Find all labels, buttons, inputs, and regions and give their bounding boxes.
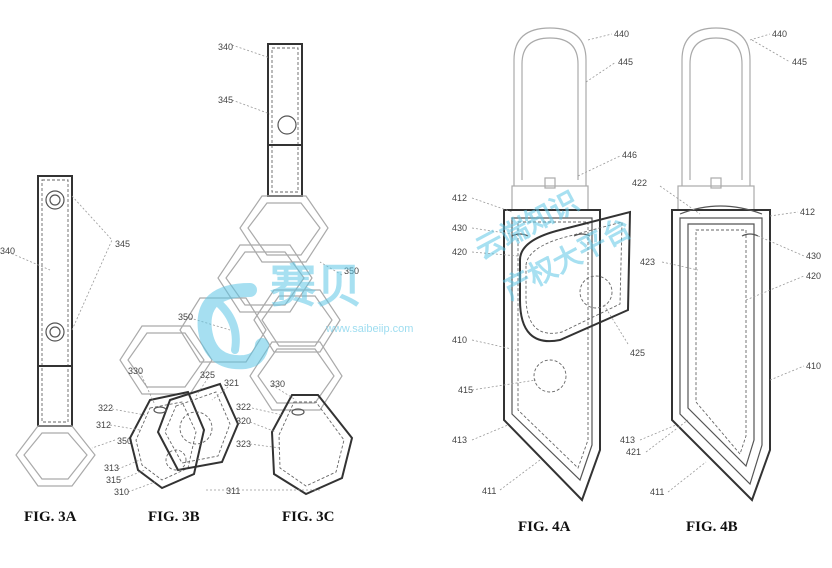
caption-fig-3b: FIG. 3B: [148, 509, 200, 525]
label-413: 413: [620, 435, 635, 445]
label-311: 311: [226, 486, 240, 496]
label-412: 412: [452, 193, 467, 203]
caption-fig-3c: FIG. 3C: [282, 509, 335, 525]
label-350: 350: [178, 312, 193, 322]
label-310: 310: [114, 487, 129, 497]
label-420: 420: [452, 247, 467, 257]
shackle-440: [513, 27, 587, 186]
label-350: 350: [344, 266, 359, 276]
label-345: 345: [218, 95, 233, 105]
label-410: 410: [806, 361, 821, 371]
label-430: 430: [452, 223, 467, 233]
label-411: 411: [650, 487, 664, 497]
label-421: 421: [626, 447, 641, 457]
strap-340: [37, 175, 73, 427]
label-330: 330: [270, 379, 285, 389]
label-322: 322: [98, 403, 113, 413]
label-323: 323: [236, 439, 251, 449]
tag-320: [270, 394, 354, 496]
label-345: 345: [115, 239, 130, 249]
tag-321: [156, 382, 240, 472]
label-320: 320: [236, 416, 251, 426]
label-412: 412: [800, 207, 815, 217]
label-322: 322: [236, 402, 251, 412]
flap-425: [519, 210, 632, 343]
caption-fig-4b: FIG. 4B: [686, 519, 738, 535]
shackle-440: [681, 27, 751, 186]
figure-4b: 445 422 412 430 423 420 410 413 421 411 …: [620, 27, 821, 535]
label-445: 445: [792, 57, 807, 67]
figure-4a: 440 445 446 412 430 420 410 415 413 411 …: [452, 27, 645, 535]
label-340: 340: [218, 42, 233, 52]
watermark-logo-text: 赛贝: [270, 260, 362, 312]
label-440: 440: [614, 29, 629, 39]
label-446: 446: [622, 150, 637, 160]
label-423: 423: [640, 257, 655, 267]
label-413: 413: [452, 435, 467, 445]
tag-310: [128, 390, 206, 490]
figure-3b-3c: 340 345 350 350 330 325 321 322 312 313 …: [96, 42, 359, 525]
label-313: 313: [104, 463, 119, 473]
label-330: 330: [128, 366, 143, 376]
label-410: 410: [452, 335, 467, 345]
hex-ring-350: [15, 425, 96, 487]
label-411: 411: [482, 486, 496, 496]
label-422: 422: [632, 178, 647, 188]
label-445: 445: [618, 57, 633, 67]
label-425: 425: [630, 348, 645, 358]
caption-fig-4a: FIG. 4A: [518, 519, 571, 535]
label-312: 312: [96, 420, 111, 430]
label-420: 420: [806, 271, 821, 281]
label-340: 340: [0, 246, 15, 256]
label-325: 325: [200, 370, 215, 380]
label-430: 430: [806, 251, 821, 261]
watermark-url: www.saibeiip.com: [325, 323, 413, 335]
sheath-410: [671, 209, 771, 502]
label-315: 315: [106, 475, 121, 485]
watermark-logo-icon: [197, 283, 269, 370]
label-321: 321: [224, 378, 239, 388]
figure-3a: 340 345 350 FIG. 3A: [0, 175, 132, 525]
caption-fig-3a: FIG. 3A: [24, 509, 77, 525]
label-440: 440: [772, 29, 787, 39]
strap-340: [267, 43, 303, 197]
label-350: 350: [117, 436, 132, 446]
label-415: 415: [458, 385, 473, 395]
